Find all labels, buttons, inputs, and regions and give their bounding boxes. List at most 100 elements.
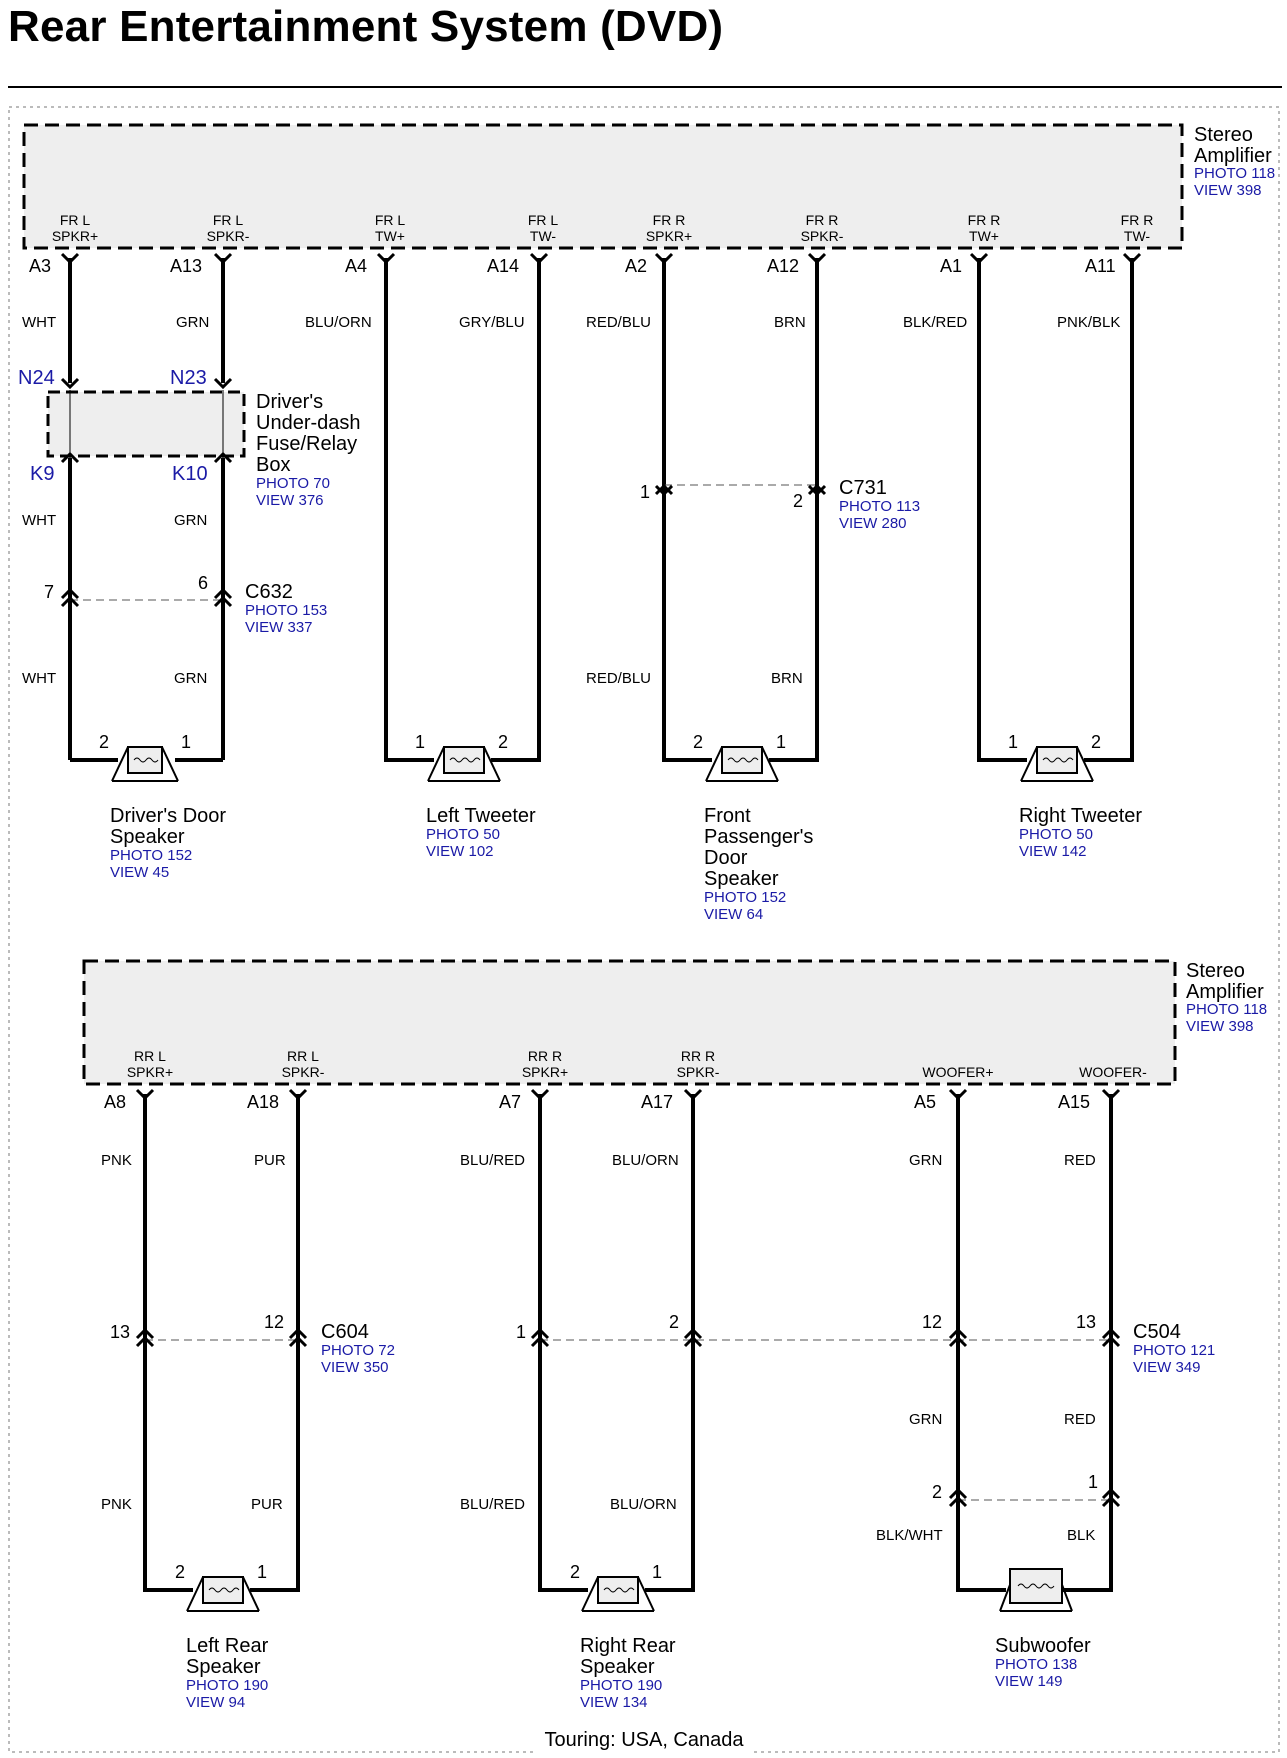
connector-photo-link[interactable]: PHOTO 153: [245, 602, 327, 619]
top-amplifier-view-link[interactable]: VIEW 398: [1194, 182, 1262, 199]
bottom-pin-arrows: [135, 1088, 1121, 1101]
subwoofer: Subwoofer PHOTO 138 VIEW 149: [995, 1568, 1091, 1690]
bottom-amplifier-photo-link[interactable]: PHOTO 118: [1186, 1001, 1267, 1018]
terminal-label: FR L: [213, 212, 244, 228]
speaker-cone-icon: [727, 757, 759, 763]
wire: [538, 1094, 588, 1592]
pin-arrow: [948, 1088, 968, 1101]
top-amplifier-name-2: Amplifier: [1194, 145, 1272, 167]
pin-label: A15: [1058, 1092, 1090, 1112]
terminal-label: SPKR+: [522, 1064, 568, 1080]
wire-color-label: PUR: [251, 1496, 283, 1513]
right-rear-speaker: 2 1 Right Rear Speaker PHOTO 190 VIEW 13…: [570, 1562, 676, 1711]
top-amplifier-name-1: Stereo: [1194, 124, 1253, 146]
top-speaker-cones: [133, 757, 1074, 763]
speaker-view-link[interactable]: VIEW 64: [704, 906, 763, 923]
connector-c604: 13 12 C604 PHOTO 72 VIEW 350 PNK PUR: [101, 1312, 395, 1513]
connector-c632: 7 6 C632 PHOTO 153 VIEW 337 WHT GRN: [22, 573, 327, 687]
top-wire-colors: WHT GRN BLU/ORN GRY/BLU RED/BLU BRN BLK/…: [22, 314, 1120, 331]
wire-color-label: BLK: [1067, 1527, 1095, 1544]
terminal-label: RR L: [134, 1048, 166, 1064]
pin-arrow: [683, 1088, 703, 1101]
speaker-pin: 1: [181, 732, 191, 752]
speaker-photo-link[interactable]: PHOTO 152: [704, 889, 786, 906]
speaker-view-link[interactable]: VIEW 149: [995, 1673, 1063, 1690]
speaker-photo-link[interactable]: PHOTO 190: [186, 1677, 268, 1694]
connector-view-link[interactable]: VIEW 337: [245, 619, 313, 636]
speaker-view-link[interactable]: VIEW 94: [186, 1694, 245, 1711]
wire-color-label: RED: [1064, 1411, 1096, 1428]
speaker-body: [202, 1576, 244, 1604]
terminal-label: FR R: [806, 212, 839, 228]
terminal-label: FR R: [968, 212, 1001, 228]
connector-photo-link[interactable]: PHOTO 72: [321, 1342, 395, 1359]
speaker-cone-icon: [1017, 1583, 1055, 1589]
connector-pin: 2: [793, 491, 803, 511]
pin-arrow: [529, 252, 549, 265]
speaker-name: Speaker: [110, 826, 185, 848]
connector-photo-link[interactable]: PHOTO 121: [1133, 1342, 1215, 1359]
connector-pin: 1: [516, 1322, 526, 1342]
speaker-view-link[interactable]: VIEW 142: [1019, 843, 1087, 860]
wire: [769, 258, 819, 762]
top-amplifier-terminal-labels: FR L SPKR+ FR L SPKR- FR L TW+ FR L TW- …: [52, 212, 1153, 244]
connector-photo-link[interactable]: PHOTO 113: [839, 498, 920, 515]
speaker-cone-icon: [133, 757, 159, 763]
connector-view-link[interactable]: VIEW 350: [321, 1359, 389, 1376]
speaker-view-link[interactable]: VIEW 102: [426, 843, 494, 860]
wire-color-label: BLU/ORN: [612, 1152, 679, 1169]
speaker-photo-link[interactable]: PHOTO 50: [1019, 826, 1093, 843]
terminal-label: FR R: [1121, 212, 1154, 228]
bottom-amplifier-view-link[interactable]: VIEW 398: [1186, 1018, 1254, 1035]
connector-name: C504: [1133, 1321, 1181, 1343]
connector-symbol: [135, 1327, 155, 1348]
speaker-name: Right Tweeter: [1019, 805, 1142, 827]
wire-color-label: PNK: [101, 1152, 132, 1169]
wire-color-label: GRN: [909, 1411, 942, 1428]
top-amplifier-photo-link[interactable]: PHOTO 118: [1194, 165, 1275, 182]
connector-view-link[interactable]: VIEW 280: [839, 515, 907, 532]
connector-symbol: [683, 1327, 703, 1348]
connector-pin: 13: [110, 1322, 130, 1342]
wire-color-label: BLK/WHT: [876, 1527, 943, 1544]
speaker-view-link[interactable]: VIEW 45: [110, 864, 169, 881]
pin-label: A3: [29, 256, 51, 276]
speaker-pin: 1: [776, 732, 786, 752]
speaker-photo-link[interactable]: PHOTO 50: [426, 826, 500, 843]
wire-color-label: WHT: [22, 314, 56, 331]
bottom-amplifier-box: [82, 959, 1177, 1086]
wire: [384, 258, 434, 762]
terminal-label: RR R: [528, 1048, 562, 1064]
fuse-pin-label: K9: [30, 463, 54, 485]
speaker-name: Right Rear: [580, 1635, 676, 1657]
wire: [143, 1094, 193, 1592]
connector-name: C604: [321, 1321, 369, 1343]
pin-label: A13: [170, 256, 202, 276]
fuse-box-view-link[interactable]: VIEW 376: [256, 492, 324, 509]
wire: [956, 1094, 1006, 1592]
connector-symbol: [530, 1327, 550, 1348]
connector-pin: 7: [44, 582, 54, 602]
wire: [491, 258, 541, 762]
fuse-box-photo-link[interactable]: PHOTO 70: [256, 475, 330, 492]
footer-background: [535, 1729, 753, 1753]
speaker-photo-link[interactable]: PHOTO 190: [580, 1677, 662, 1694]
connector-name: C632: [245, 581, 293, 603]
terminal-label: SPKR-: [282, 1064, 325, 1080]
connector-symbol: [948, 1487, 968, 1508]
connector-symbol: [213, 587, 233, 608]
fuse-box-name: Under-dash: [256, 412, 361, 434]
speaker-cone-icon: [449, 757, 481, 763]
speaker-body: [127, 746, 163, 774]
wire-color-label: GRN: [176, 314, 209, 331]
pin-label: A7: [499, 1092, 521, 1112]
pin-label: A2: [625, 256, 647, 276]
wire-color-label: BRN: [774, 314, 806, 331]
drivers-under-dash-fuse-relay-box: N24 N23 K9 K10 Driver's Under-dash Fuse/…: [18, 367, 361, 529]
speaker-photo-link[interactable]: PHOTO 138: [995, 1656, 1077, 1673]
speaker-view-link[interactable]: VIEW 134: [580, 1694, 648, 1711]
speaker-photo-link[interactable]: PHOTO 152: [110, 847, 192, 864]
subwoofer-connector: 2 1 BLK/WHT BLK: [876, 1472, 1121, 1544]
wire-color-label: GRN: [909, 1152, 942, 1169]
connector-view-link[interactable]: VIEW 349: [1133, 1359, 1201, 1376]
